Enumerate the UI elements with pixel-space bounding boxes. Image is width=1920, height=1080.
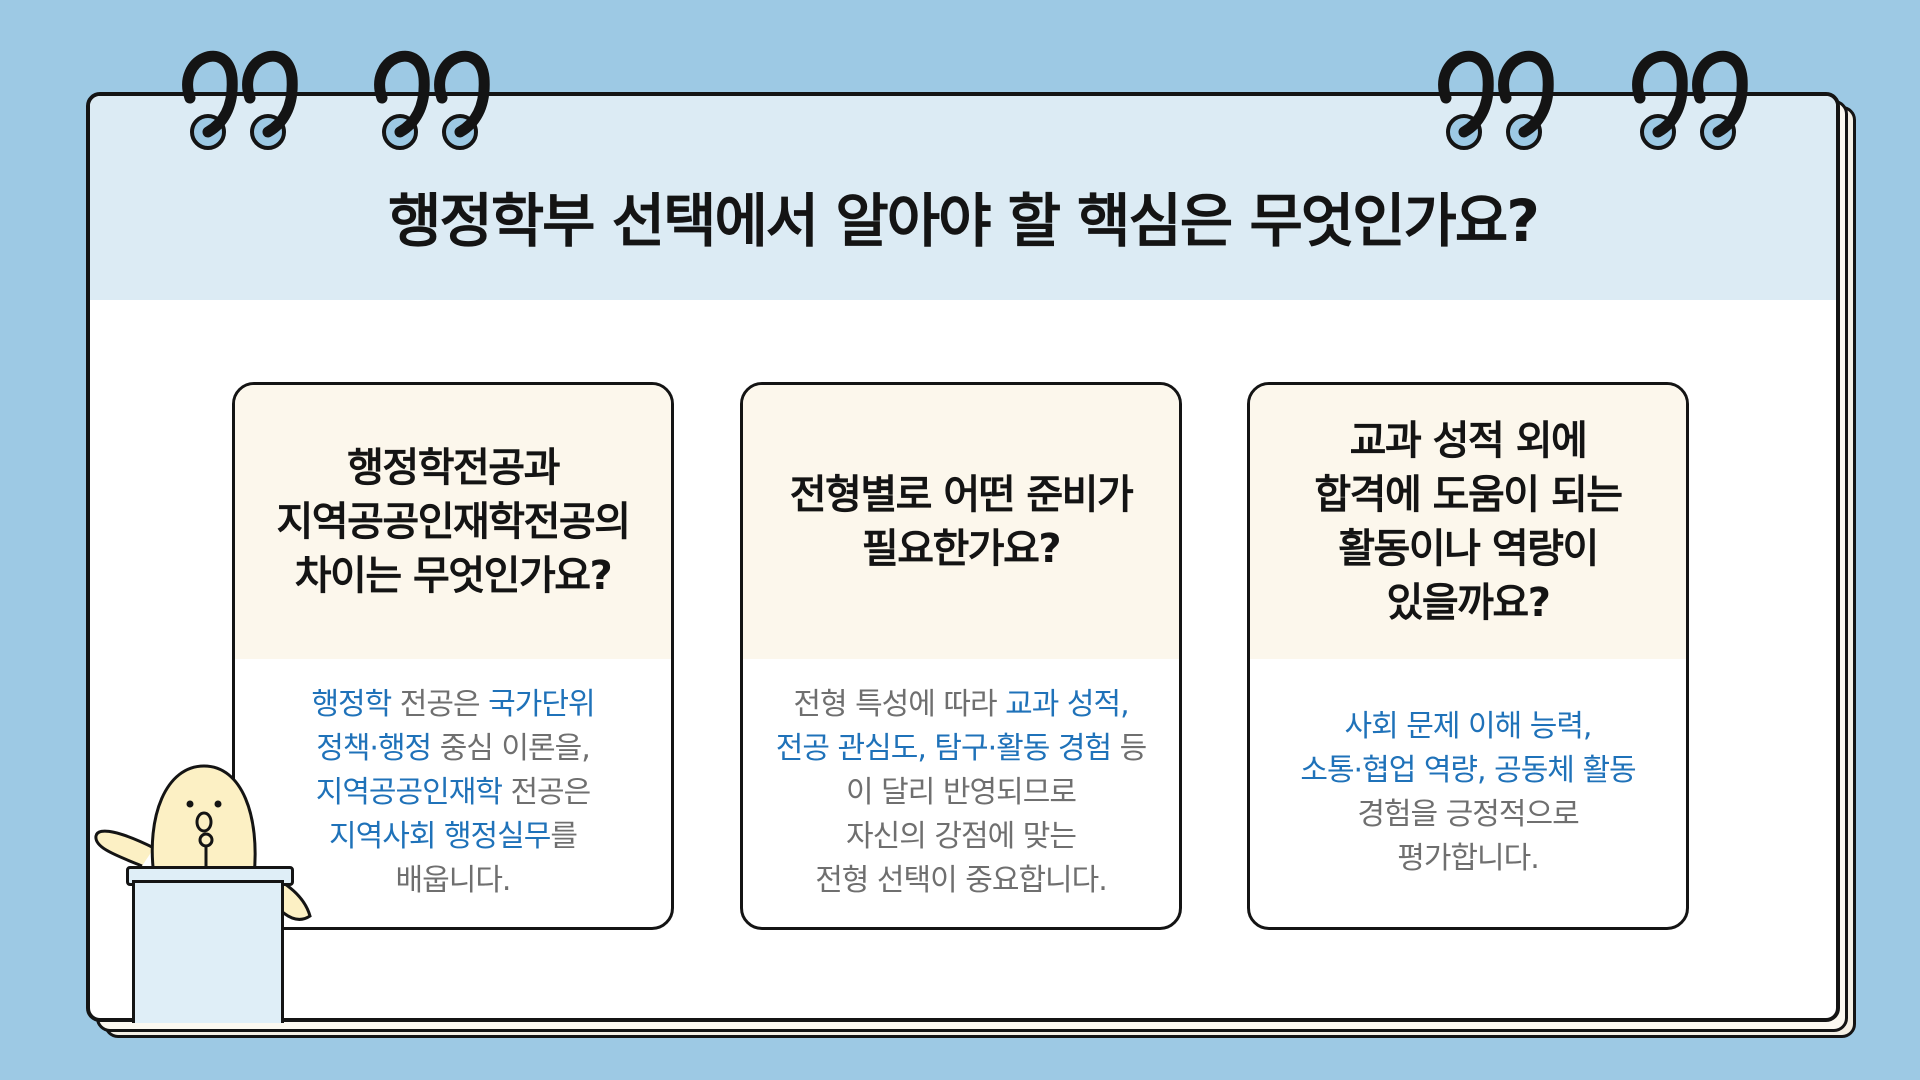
answer-text: 이 달리 반영되므로 — [846, 775, 1077, 810]
card-question: 행정학전공과 지역공공인재학전공의 차이는 무엇인가요? — [276, 441, 632, 603]
answer-line: 소통·협업 역량, 공동체 활동 — [1300, 749, 1636, 793]
answer-text: 전공은 — [391, 687, 489, 722]
highlight-text: 지역사회 행정실무 — [329, 819, 551, 854]
answer-line: 이 달리 반영되므로 — [776, 771, 1146, 815]
question-line: 차이는 무엇인가요? — [294, 553, 613, 599]
faq-card-2: 전형별로 어떤 준비가 필요한가요? 전형 특성에 따라 교과 성적, 전공 관… — [740, 382, 1182, 930]
faq-card-1: 행정학전공과 지역공공인재학전공의 차이는 무엇인가요? 행정학 전공은 국가단… — [232, 382, 674, 930]
podium — [132, 880, 284, 1023]
answer-text: 자신의 강점에 맞는 — [846, 819, 1077, 854]
card-answer: 행정학 전공은 국가단위 정책·행정 중심 이론을, 지역공공인재학 전공은 지… — [311, 683, 595, 903]
answer-line: 평가합니다. — [1300, 837, 1635, 881]
card-answer-area: 전형 특성에 따라 교과 성적, 전공 관심도, 탐구·활동 경험 등 이 달리… — [743, 659, 1179, 927]
card-answer-area: 사회 문제 이해 능력, 소통·협업 역량, 공동체 활동 경험을 긍정적으로 … — [1250, 659, 1686, 927]
card-question: 교과 성적 외에 합격에 도움이 되는 활동이나 역량이 있을까요? — [1314, 414, 1623, 630]
answer-line: 전공 관심도, 탐구·활동 경험 등 — [775, 727, 1148, 771]
answer-text: 배웁니다. — [395, 863, 512, 898]
card-answer: 사회 문제 이해 능력, 소통·협업 역량, 공동체 활동 경험을 긍정적으로 … — [1300, 705, 1636, 881]
question-line: 있을까요? — [1386, 580, 1551, 626]
card-question-area: 행정학전공과 지역공공인재학전공의 차이는 무엇인가요? — [235, 385, 671, 659]
card-question: 전형별로 어떤 준비가 필요한가요? — [789, 468, 1134, 576]
answer-line: 전형 특성에 따라 교과 성적, — [776, 683, 1146, 727]
answer-text: 평가합니다. — [1397, 841, 1540, 876]
binder-rings-right-a — [1424, 38, 1564, 158]
question-line: 활동이나 역량이 — [1338, 526, 1599, 572]
answer-line: 정책·행정 중심 이론을, — [311, 727, 594, 771]
binder-rings-right-b — [1618, 38, 1758, 158]
answer-line: 배웁니다. — [311, 859, 594, 903]
highlight-text: 교과 성적, — [1005, 687, 1129, 722]
answer-text: 전형 특성에 따라 — [793, 687, 1006, 722]
highlight-text: 사회 문제 이해 능력, — [1344, 709, 1593, 744]
answer-text: 를 — [550, 819, 578, 854]
binder-rings-left-b — [360, 38, 500, 158]
highlight-text: 행정학 — [311, 687, 392, 722]
highlight-text: 소통·협업 역량, 공동체 활동 — [1300, 753, 1636, 788]
answer-line: 행정학 전공은 국가단위 — [311, 683, 595, 727]
answer-line: 사회 문제 이해 능력, — [1300, 705, 1635, 749]
answer-text: 전공은 — [501, 775, 591, 810]
highlight-text: 정책·행정 — [316, 731, 432, 766]
card-question-area: 전형별로 어떤 준비가 필요한가요? — [743, 385, 1179, 659]
answer-line: 지역공공인재학 전공은 — [311, 771, 594, 815]
answer-line: 지역사회 행정실무를 — [311, 815, 594, 859]
binder-rings-left-a — [168, 38, 308, 158]
faq-card-3: 교과 성적 외에 합격에 도움이 되는 활동이나 역량이 있을까요? 사회 문제… — [1247, 382, 1689, 930]
answer-text: 경험을 긍정적으로 — [1357, 797, 1579, 832]
highlight-text: 지역공공인재학 — [315, 775, 503, 810]
question-line: 지역공공인재학전공의 — [276, 499, 632, 545]
answer-text: 전형 선택이 중요합니다. — [815, 863, 1108, 898]
card-question-area: 교과 성적 외에 합격에 도움이 되는 활동이나 역량이 있을까요? — [1250, 385, 1686, 659]
card-answer: 전형 특성에 따라 교과 성적, 전공 관심도, 탐구·활동 경험 등 이 달리… — [775, 683, 1148, 903]
card-answer-area: 행정학 전공은 국가단위 정책·행정 중심 이론을, 지역공공인재학 전공은 지… — [235, 659, 671, 927]
board-header: 행정학부 선택에서 알아야 할 핵심은 무엇인가요? — [90, 96, 1836, 300]
question-line: 합격에 도움이 되는 — [1314, 472, 1623, 518]
answer-line: 경험을 긍정적으로 — [1300, 793, 1635, 837]
highlight-text: 전공 관심도, 탐구·활동 경험 — [775, 731, 1112, 766]
answer-line: 자신의 강점에 맞는 — [776, 815, 1146, 859]
question-line: 전형별로 어떤 준비가 — [789, 472, 1134, 518]
question-line: 교과 성적 외에 — [1349, 418, 1588, 464]
answer-text: 등 — [1111, 731, 1148, 766]
highlight-text: 국가단위 — [488, 687, 595, 722]
answer-text: 중심 이론을, — [431, 731, 591, 766]
question-line: 행정학전공과 — [347, 445, 560, 491]
question-line: 필요한가요? — [861, 526, 1062, 572]
answer-line: 전형 선택이 중요합니다. — [776, 859, 1146, 903]
page-title: 행정학부 선택에서 알아야 할 핵심은 무엇인가요? — [388, 187, 1540, 255]
